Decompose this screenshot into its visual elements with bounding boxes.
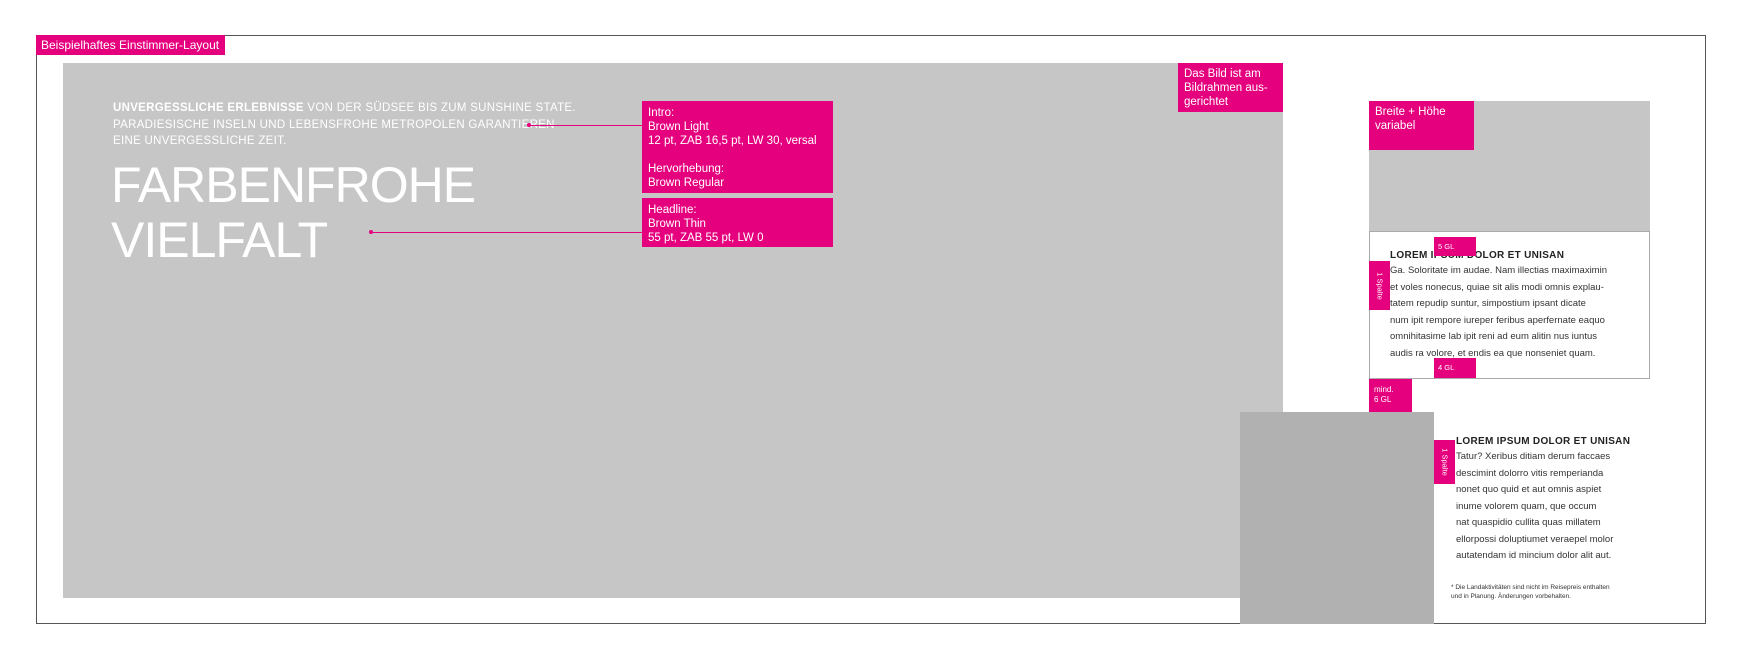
- column-marker-1-label: 1 Spalte: [1375, 271, 1384, 300]
- article-1-line: Ga. Soloritate im audae. Nam illectias m…: [1390, 265, 1607, 276]
- layout-frame: [36, 35, 1706, 624]
- headline-spec-label: Headline:: [648, 204, 697, 216]
- bottom-image-placeholder: [1240, 412, 1434, 624]
- headline: FARBENFROHE VIELFALT: [111, 157, 476, 268]
- article-2-line: Tatur? Xeribus ditiam derum faccaes: [1456, 451, 1611, 462]
- article-2-line: inume volorem quam, que occum: [1456, 500, 1597, 512]
- size-variable-line-2: variabel: [1375, 120, 1416, 132]
- headline-spec-font: Brown Thin: [648, 218, 706, 230]
- gl4-marker: 4 GL: [1434, 358, 1476, 378]
- image-alignment-line-2: Bildrahmen aus-: [1184, 82, 1268, 94]
- article-2-title: LOREM IPSUM DOLOR ET UNISAN: [1456, 436, 1631, 447]
- layout-title-tag: Beispielhaftes Einstimmer-Layout: [36, 35, 226, 55]
- size-variable-line-1: Breite + Höhe: [1375, 106, 1446, 118]
- column-marker-2: 1 Spalte: [1434, 440, 1455, 484]
- article-2-line: autatendam id mincium dolor alit aut.: [1456, 550, 1612, 561]
- article-2-line: nonet quo quid et aut omnis aspiet: [1456, 484, 1602, 495]
- image-alignment-line-1: Das Bild ist am: [1184, 68, 1261, 80]
- article-1-body: Ga. Soloritate im audae. Nam illectias m…: [1390, 263, 1650, 362]
- intro-connector-line: [529, 125, 642, 126]
- min-gap-line-2: 6 GL: [1374, 395, 1392, 404]
- footnote-line-2: und in Planung. Änderungen vorbehalten.: [1451, 593, 1571, 600]
- image-alignment-line-3: gerichtet: [1184, 96, 1229, 108]
- article-2-line: descimint dolorro vitis remperianda: [1456, 467, 1604, 479]
- article-1-line: omnihitasime lab ipit reni ad eum alitin…: [1390, 331, 1597, 342]
- article-1-line: num ipit rempore iureper feribus aperfer…: [1390, 314, 1605, 326]
- headline-line-1: FARBENFROHE: [111, 157, 476, 213]
- article-2-line: nat quaspidio cullita quas millatem: [1456, 517, 1601, 528]
- size-variable-annotation: Breite + Höhe variabel: [1369, 101, 1474, 150]
- intro-rest: VON DER SÜDSEE BIS ZUM SUNSHINE STATE. P…: [113, 102, 576, 147]
- emphasis-spec-font: Brown Regular: [648, 177, 725, 189]
- headline-connector-line: [371, 232, 642, 233]
- headline-line-2: VIELFALT: [111, 212, 328, 268]
- headline-spec-size: 55 pt, ZAB 55 pt, LW 0: [648, 232, 764, 244]
- article-1-line: et voles nonecus, quiae sit alis modi om…: [1390, 281, 1604, 293]
- intro-spec-annotation: Intro: Brown Light 12 pt, ZAB 16,5 pt, L…: [642, 101, 833, 193]
- article-1-title: LOREM IPSUM DOLOR ET UNISAN: [1390, 250, 1565, 261]
- column-marker-2-label: 1 Spalte: [1440, 448, 1449, 476]
- article-2-body: Tatur? Xeribus ditiam derum faccaes desc…: [1456, 449, 1656, 565]
- article-1-line: audis ra volore, et endis ea que nonseni…: [1390, 347, 1596, 359]
- article-1-line: tatem repudip suntur, simpostium ipsant …: [1390, 298, 1586, 309]
- image-alignment-annotation: Das Bild ist am Bildrahmen aus- gerichte…: [1178, 63, 1283, 112]
- emphasis-spec-label: Hervorhebung:: [648, 163, 725, 175]
- gl5-marker: 5 GL: [1434, 237, 1476, 256]
- headline-spec-annotation: Headline: Brown Thin 55 pt, ZAB 55 pt, L…: [642, 198, 833, 247]
- intro-spec-font: Brown Light: [648, 121, 709, 133]
- article-1-box: [1369, 231, 1650, 379]
- footnote-line-1: * Die Landaktivitäten sind nicht im Reis…: [1451, 584, 1610, 591]
- min-gap-line-1: mind.: [1374, 385, 1394, 394]
- article-2-line: ellorpossi doluptiumet veraepel molor: [1456, 533, 1614, 545]
- min-gap-marker: mind. 6 GL: [1369, 379, 1412, 412]
- intro-text: UNVERGESSLICHE ERLEBNISSE VON DER SÜDSEE…: [113, 100, 583, 150]
- intro-spec-size: 12 pt, ZAB 16,5 pt, LW 30, versal: [648, 135, 817, 147]
- intro-emphasis: UNVERGESSLICHE ERLEBNISSE: [113, 102, 304, 114]
- footnote: * Die Landaktivitäten sind nicht im Reis…: [1451, 583, 1641, 601]
- intro-spec-label: Intro:: [648, 107, 675, 119]
- column-marker-1: 1 Spalte: [1369, 261, 1390, 310]
